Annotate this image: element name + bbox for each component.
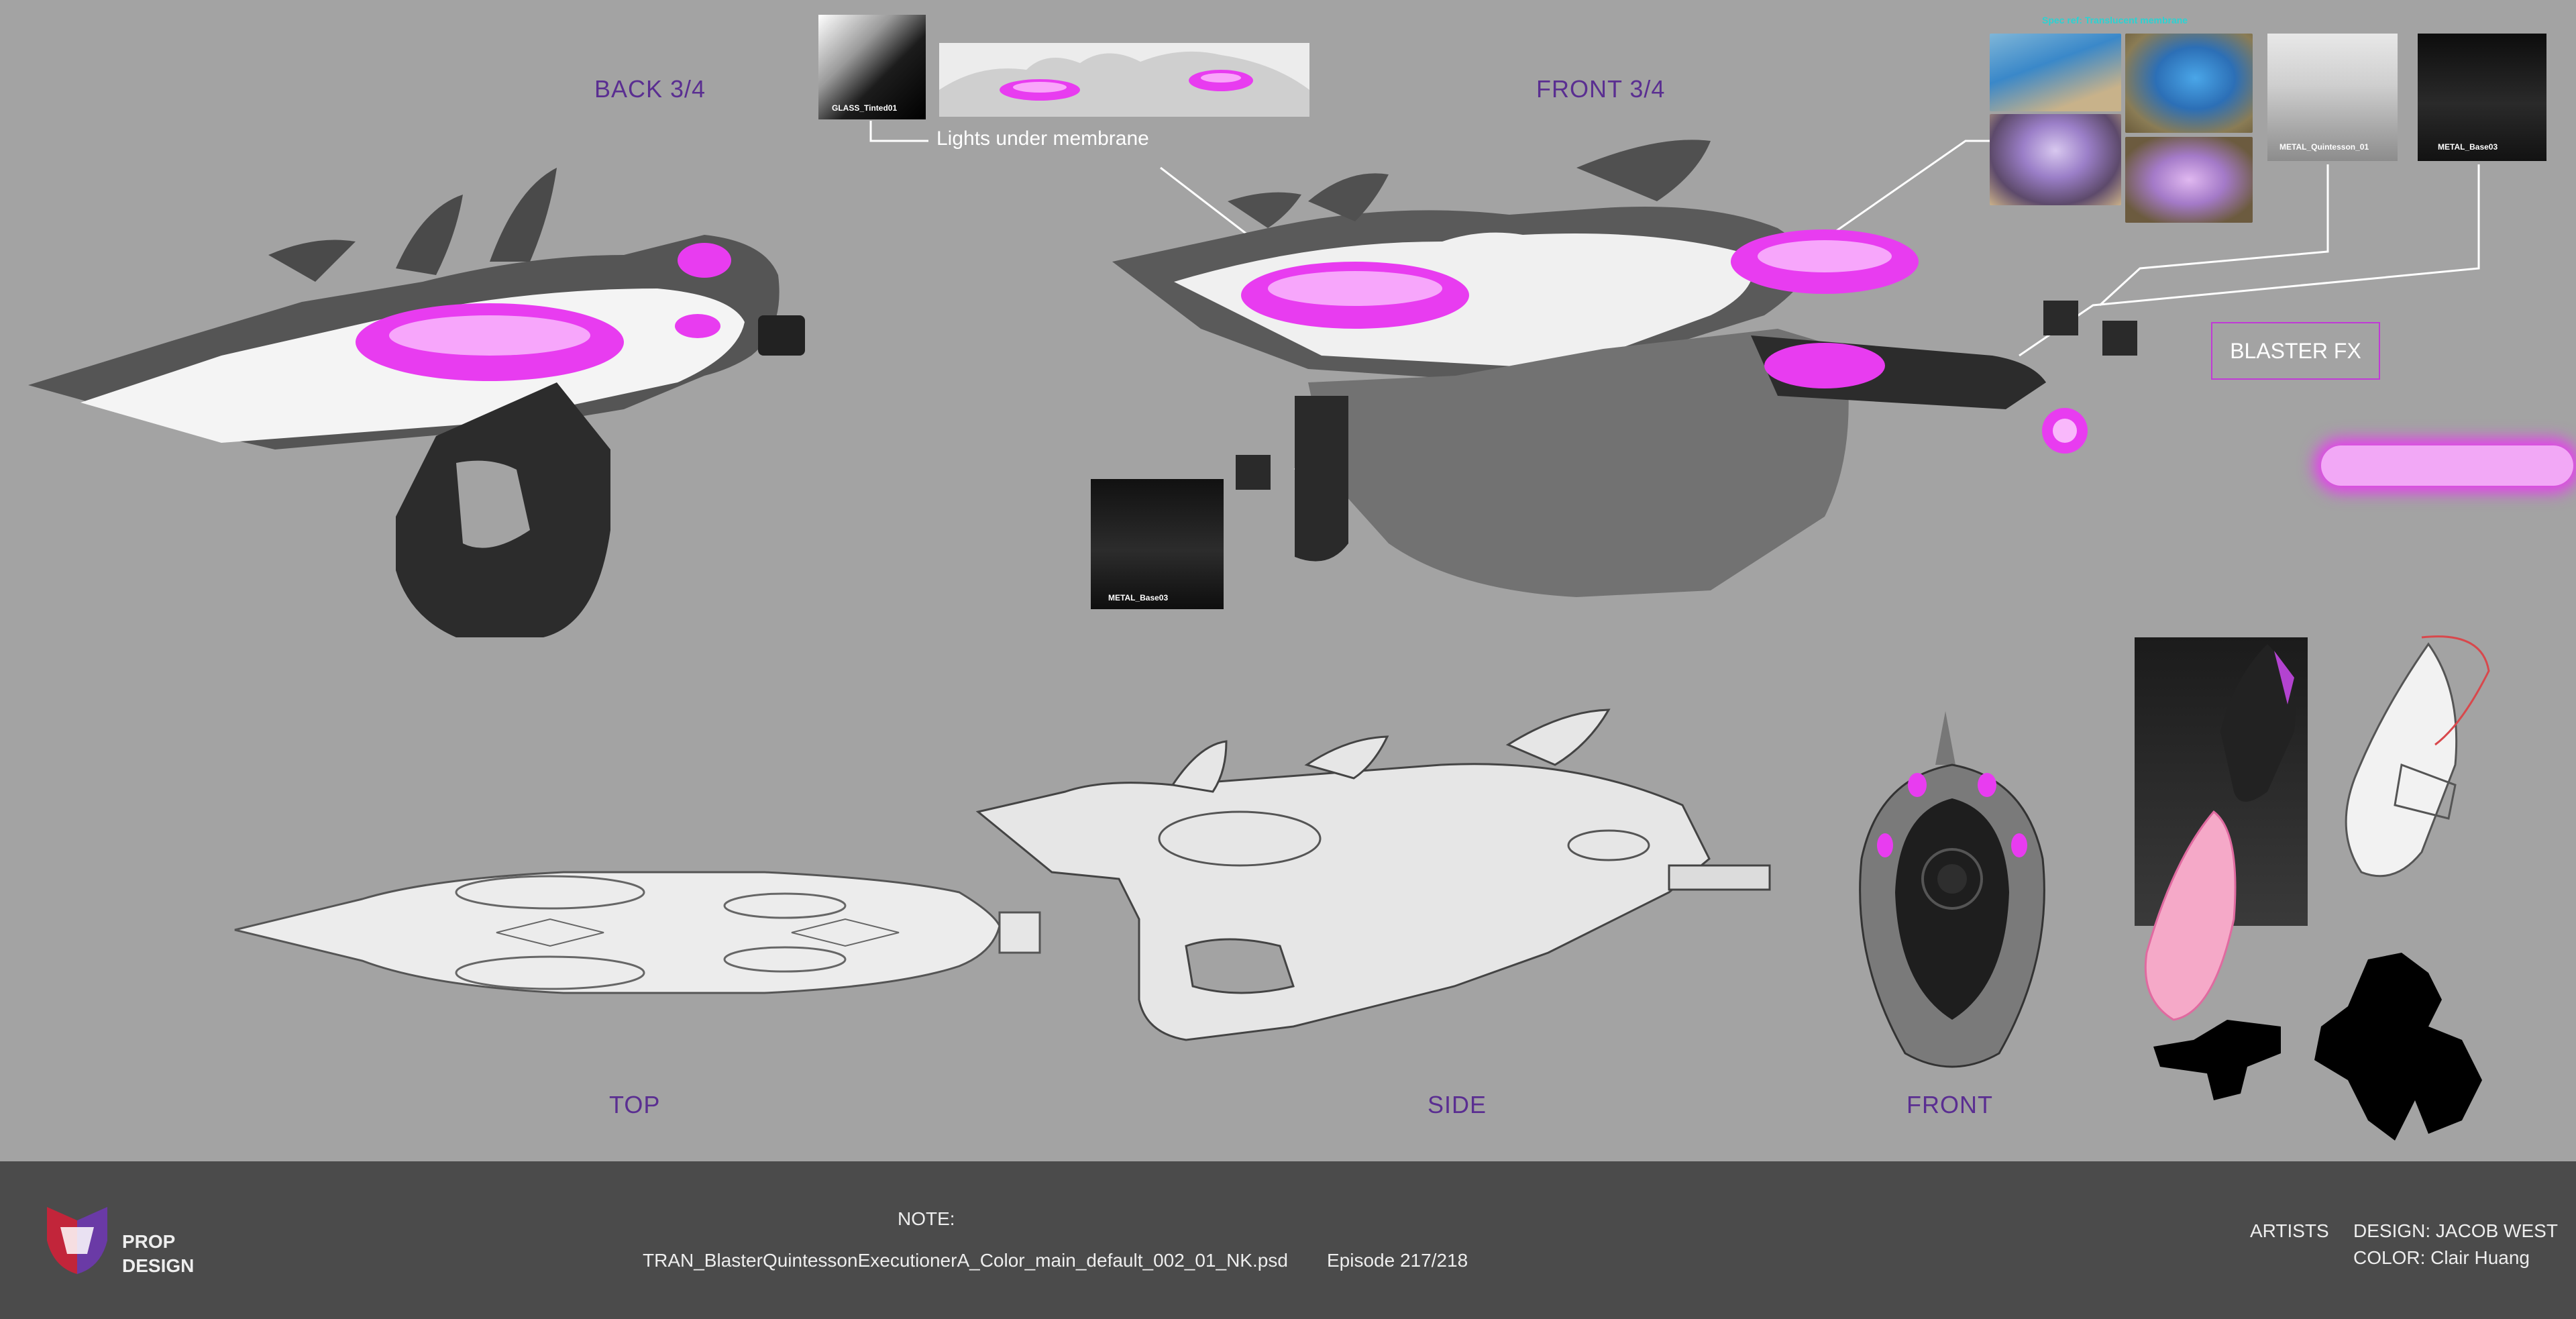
top-view-drawing <box>234 871 1041 994</box>
concept-sketch-pink <box>2144 644 2296 1021</box>
front-three-quarter-render <box>1112 140 2088 597</box>
front-orthographic-label: FRONT <box>1907 1091 1993 1118</box>
color-credit: COLOR: Clair Huang <box>2353 1247 2530 1268</box>
logo-line-1: PROP <box>122 1231 176 1252</box>
top-view-label: TOP <box>609 1091 661 1118</box>
file-name: TRAN_BlasterQuintessonExecutionerA_Color… <box>643 1250 1288 1271</box>
side-view-label: SIDE <box>1428 1091 1487 1118</box>
silhouette-thumbnails <box>2153 953 2482 1141</box>
spec-ref-caption: Spec ref: Translucent membrane <box>2042 15 2188 25</box>
blaster-fx-beam <box>2321 445 2573 486</box>
metal-base-swatch-bottom: METAL_Base03 <box>1091 479 1224 609</box>
front-view-label: FRONT 3/4 <box>1536 75 1666 103</box>
metal-quintesson-label: METAL_Quintesson_01 <box>2279 142 2369 152</box>
artists-label: ARTISTS <box>2250 1220 2329 1241</box>
glass-swatch-label: GLASS_Tinted01 <box>832 103 898 113</box>
front-view-drawing <box>1859 711 2045 1068</box>
lights-callout: Lights under membrane <box>936 127 1149 150</box>
glass-swatch: GLASS_Tinted01 <box>818 15 926 119</box>
dark-chip-2 <box>2043 301 2078 335</box>
back-three-quarter-render <box>28 168 805 637</box>
reference-photo-violet-bladder <box>2125 137 2253 223</box>
back-view-label: BACK 3/4 <box>594 75 706 103</box>
metal-base-bottom-label: METAL_Base03 <box>1108 593 1169 602</box>
metal-base-top-label: METAL_Base03 <box>2438 142 2498 152</box>
metal-base-swatch-top: METAL_Base03 <box>2418 34 2546 161</box>
reference-photo-jellyfish-beach <box>1990 34 2121 111</box>
design-credit: DESIGN: JACOB WEST <box>2353 1220 2558 1241</box>
footer-bar: PROP DESIGN NOTE: TRAN_BlasterQuintesson… <box>0 1161 2576 1319</box>
blaster-fx-label: BLASTER FX <box>2211 322 2380 380</box>
reference-photo-blue-membrane <box>2125 34 2253 133</box>
membrane-lights-strip <box>939 43 1309 117</box>
metal-quintesson-swatch: METAL_Quintesson_01 <box>2267 34 2398 161</box>
faction-logo-icon <box>47 1207 107 1274</box>
side-view-drawing <box>975 708 1771 1041</box>
dark-chip-3 <box>2102 321 2137 356</box>
concept-sketch-lineart <box>2345 635 2490 878</box>
logo-line-2: DESIGN <box>122 1255 195 1276</box>
reference-photo-purple-jellyfish <box>1990 114 2121 205</box>
episode-label: Episode 217/218 <box>1327 1250 1468 1271</box>
note-label: NOTE: <box>898 1208 955 1229</box>
dark-chip-1 <box>1236 455 1271 490</box>
